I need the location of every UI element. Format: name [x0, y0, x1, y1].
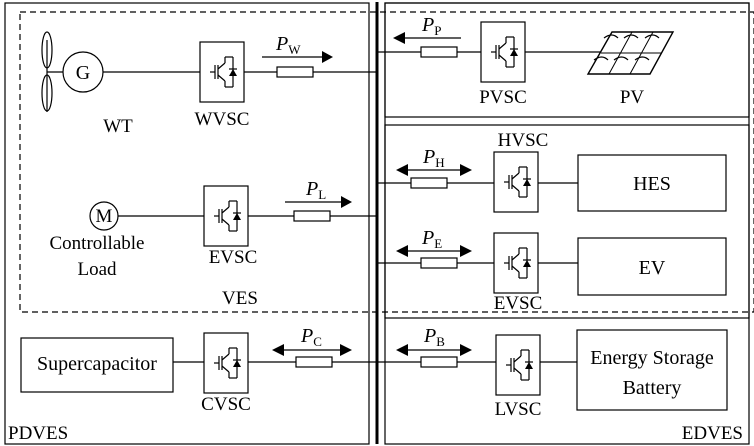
supercapacitor-label: Supercapacitor	[37, 353, 157, 375]
arrow-right-icon	[340, 344, 352, 356]
arrow-right-icon	[460, 344, 472, 356]
supercapacitor-box	[20, 337, 174, 393]
controllable-load-label-line1: Controllable	[50, 233, 145, 254]
power-l-label: PL	[305, 178, 326, 202]
evsc-ev-converter	[493, 232, 539, 294]
pv-panel-icon	[586, 31, 675, 75]
arrow-right-icon	[322, 51, 333, 63]
wt-label: WT	[103, 116, 133, 137]
lvsc-converter	[495, 334, 541, 396]
edves-label: EDVES	[682, 423, 743, 444]
arrow-right-icon	[460, 245, 472, 257]
storage-label-line2: Battery	[623, 377, 682, 399]
arrow-right-icon	[460, 164, 472, 176]
evsc-ev-label: EVSC	[494, 293, 543, 314]
wvsc-label: WVSC	[195, 109, 250, 130]
line-p-resistor	[420, 46, 458, 58]
hvsc-converter	[493, 151, 539, 213]
pv-label: PV	[620, 87, 645, 108]
hes-box	[577, 154, 727, 212]
hvsc-label: HVSC	[498, 130, 549, 151]
line-c-resistor	[295, 356, 333, 368]
arrow-left-icon	[393, 32, 405, 44]
power-b-label: PB	[423, 325, 445, 349]
arrow-right-icon	[341, 196, 352, 208]
ves-label: VES	[222, 288, 258, 309]
ev-box	[577, 237, 727, 296]
line-l-resistor	[293, 210, 331, 222]
pvsc-converter	[480, 21, 526, 83]
evsc-load-converter	[203, 185, 249, 247]
line-b-resistor	[420, 356, 458, 368]
pdves-label: PDVES	[8, 423, 68, 444]
pvsc-label: PVSC	[479, 87, 527, 108]
power-c-label: PC	[300, 325, 322, 349]
ves-dashed-region	[19, 11, 754, 313]
arrow-left-icon	[396, 164, 408, 176]
wvsc-converter	[199, 41, 245, 103]
hes-label: HES	[633, 173, 671, 195]
storage-label-line1: Energy Storage	[590, 347, 714, 369]
power-p-label: PP	[421, 14, 441, 38]
lvsc-label: LVSC	[495, 399, 542, 420]
ev-label: EV	[639, 257, 666, 279]
line-h-resistor	[410, 177, 448, 189]
power-w-label: PW	[275, 33, 301, 57]
line-e-resistor	[420, 257, 458, 269]
power-h-label: PH	[422, 146, 445, 170]
power-e-label: PE	[421, 227, 442, 251]
arrow-left-icon	[396, 245, 408, 257]
generator-symbol: G	[76, 62, 90, 84]
arrow-left-icon	[396, 344, 408, 356]
arrow-left-icon	[272, 344, 284, 356]
load-subregion	[384, 124, 750, 319]
line-w-resistor	[276, 66, 314, 78]
evsc-load-label: EVSC	[209, 247, 258, 268]
motor-symbol: M	[96, 206, 113, 227]
cvsc-label: CVSC	[201, 394, 251, 415]
controllable-load-label-line2: Load	[77, 259, 117, 280]
wind-turbine-icon	[41, 31, 64, 112]
cvsc-converter	[203, 332, 249, 394]
pv-subregion	[384, 2, 750, 118]
storage-battery-box	[576, 329, 728, 411]
pdves-region	[4, 2, 370, 445]
